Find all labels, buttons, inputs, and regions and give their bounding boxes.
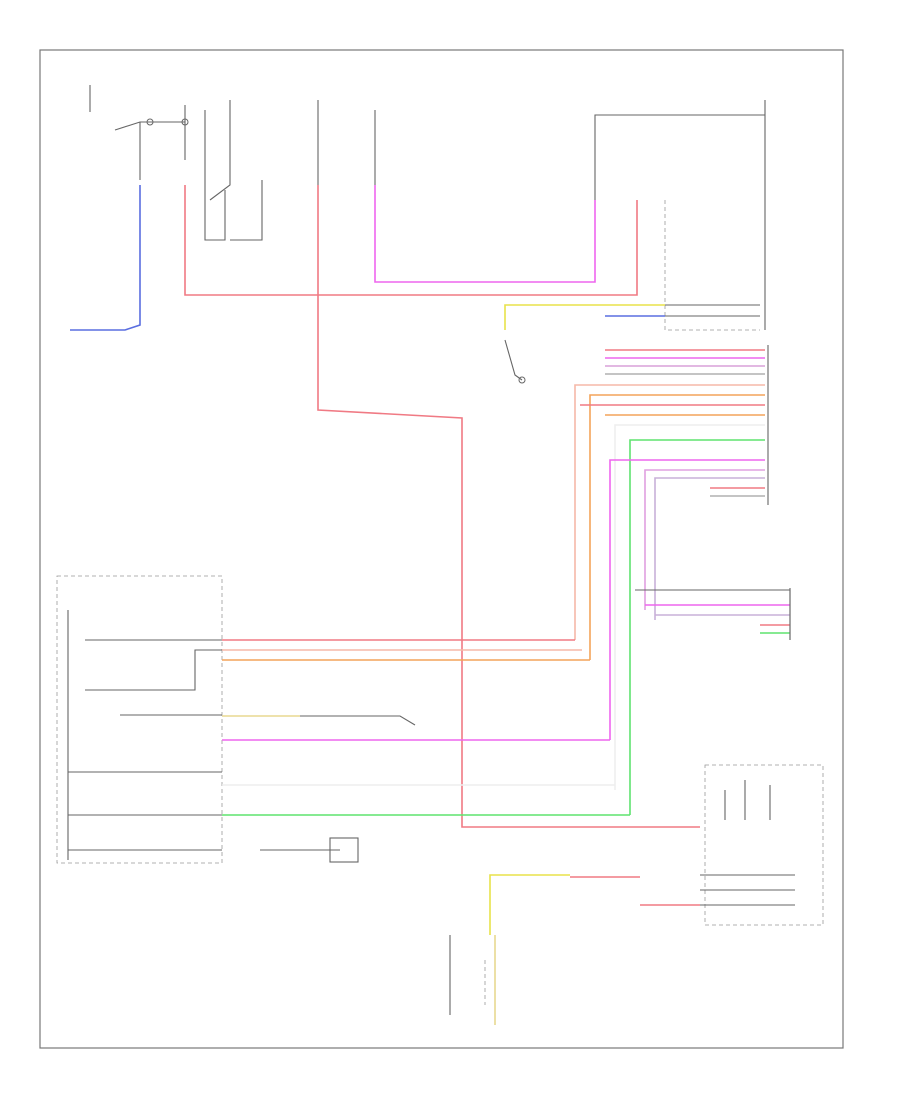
switch-contact-2 bbox=[181, 118, 189, 126]
bottom-yellow-wire bbox=[489, 874, 570, 935]
module-rows bbox=[700, 874, 795, 906]
ground-wire bbox=[70, 185, 141, 331]
yellow-wire bbox=[504, 304, 665, 330]
switch-assembly-box bbox=[56, 575, 223, 864]
lower-right-connector-wires bbox=[645, 604, 790, 634]
ground-block bbox=[329, 837, 359, 863]
diagram-frame bbox=[39, 49, 844, 1049]
right-connector-wires bbox=[574, 349, 765, 815]
module-internal-lines bbox=[724, 780, 771, 820]
sensor-ground bbox=[518, 376, 526, 384]
magenta-top-feed bbox=[374, 185, 596, 283]
top-right-wire bbox=[594, 114, 765, 200]
relay-wire-b bbox=[209, 100, 231, 201]
lower-ground-wire-1 bbox=[300, 715, 416, 726]
switch-contact bbox=[146, 118, 154, 126]
bottom-right-module bbox=[704, 764, 824, 926]
red-feed-main bbox=[317, 185, 700, 828]
switch-wire-a bbox=[114, 121, 186, 160]
relay-wire-c bbox=[230, 180, 263, 241]
gray-continuation bbox=[665, 304, 760, 317]
sensor-wire bbox=[504, 339, 523, 381]
switch-row-2 bbox=[85, 649, 222, 691]
top-right-dash bbox=[664, 200, 760, 331]
red-bus-top bbox=[184, 185, 638, 296]
relay-wire-a bbox=[204, 110, 226, 241]
